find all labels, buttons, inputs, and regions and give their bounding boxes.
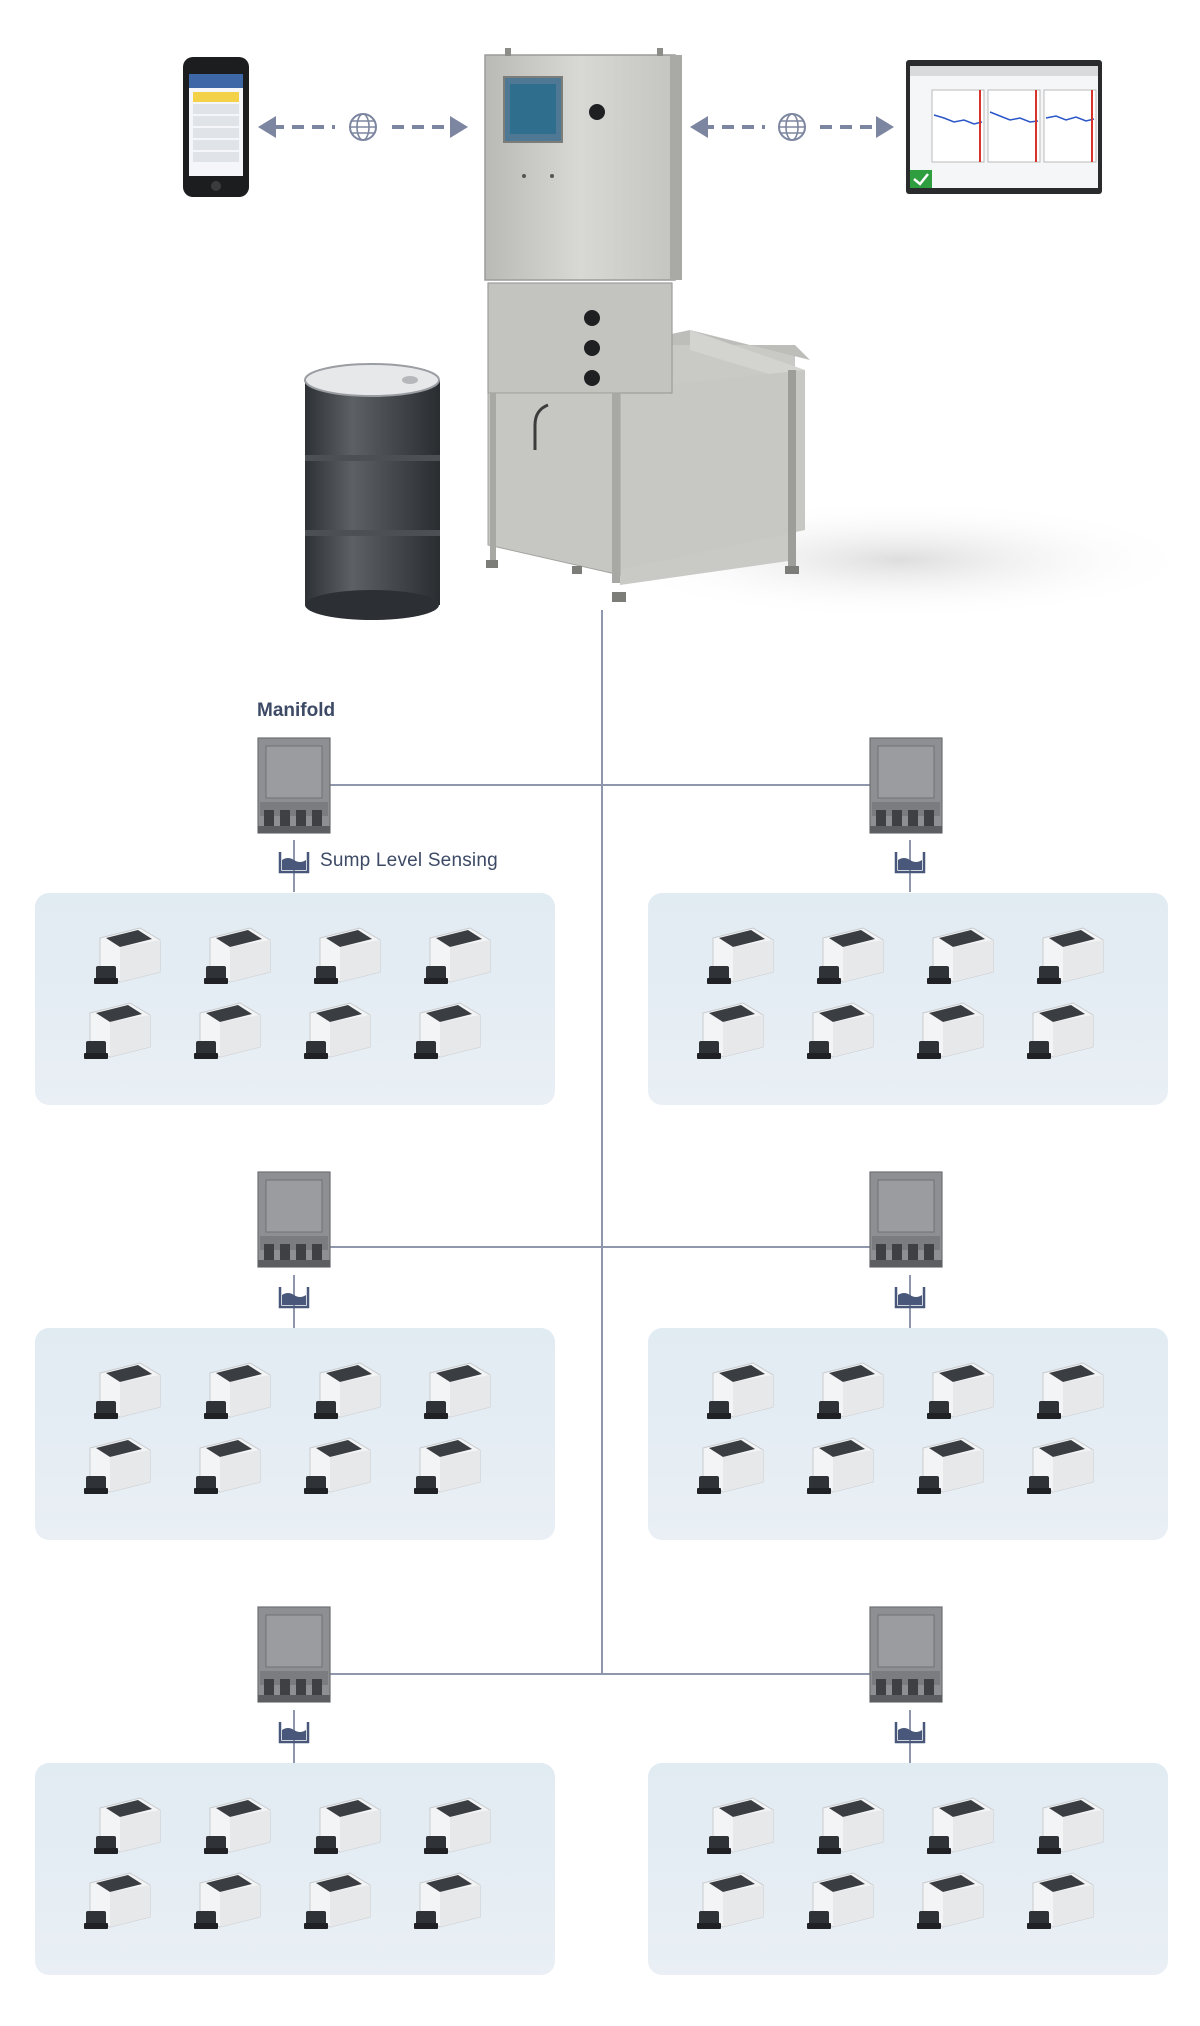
manifold-5 — [257, 1606, 331, 1703]
machine-group-panel-1 — [35, 893, 555, 1105]
sump-level-sensing-label: Sump Level Sensing — [320, 850, 498, 871]
tablet-dashboard-icon — [906, 60, 1102, 194]
manifold-3 — [257, 1171, 331, 1268]
manifold-6 — [869, 1606, 943, 1703]
smartphone-icon — [183, 57, 249, 197]
machine-group-panel-4 — [648, 1328, 1168, 1540]
manifold-label: Manifold — [257, 700, 336, 721]
machine-group-panel-2 — [648, 893, 1168, 1105]
connection-arrow-left — [258, 116, 468, 138]
connection-arrow-right — [690, 116, 894, 138]
globe-icon — [349, 113, 377, 141]
globe-icon — [778, 113, 806, 141]
machine-group-panel-3 — [35, 1328, 555, 1540]
central-system-cabinet — [484, 48, 810, 602]
machine-group-panel-6 — [648, 1763, 1168, 1975]
manifold-4 — [869, 1171, 943, 1268]
manifold-2 — [869, 737, 943, 834]
oil-drum — [304, 363, 440, 620]
manifold-1 — [257, 737, 331, 834]
distribution-lines — [293, 610, 911, 1765]
machine-group-panel-5 — [35, 1763, 555, 1975]
